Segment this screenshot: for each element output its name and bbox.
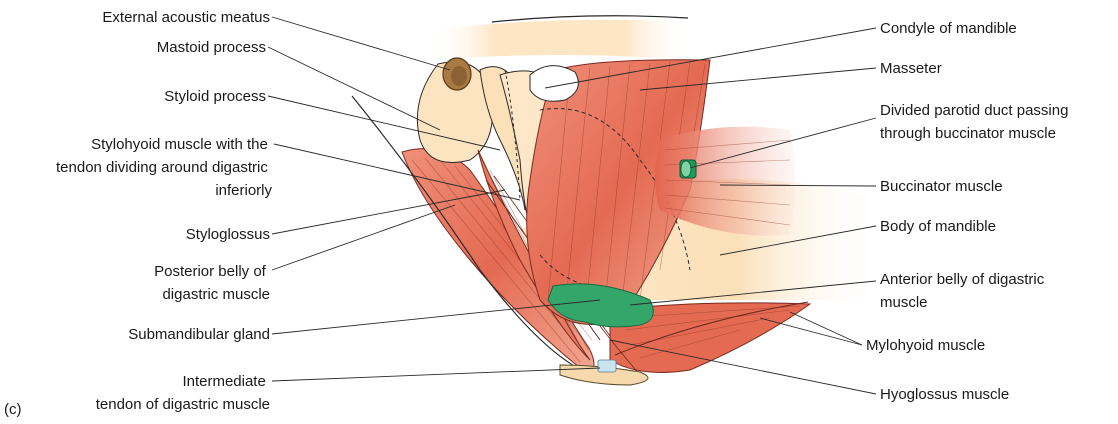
external-acoustic-meatus-shape [443,58,471,90]
label-styloglossus: Styloglossus [186,226,270,243]
labels-right: Condyle of mandible Masseter Divided par… [866,20,1073,403]
label-stylohyoid-muscle: Stylohyoid muscle with the tendon dividi… [56,136,272,199]
label-body-of-mandible: Body of mandible [880,218,996,235]
label-buccinator-muscle: Buccinator muscle [880,178,1003,195]
label-styloid-process: Styloid process [164,88,266,105]
parotid-duct-shape [680,160,696,178]
label-mastoid-process: Mastoid process [157,39,266,56]
label-intermediate-tendon: Intermediate tendon of digastric muscle [96,373,270,413]
label-hyoglossus-muscle: Hyoglossus muscle [880,386,1009,403]
leader-posterior-belly [272,205,455,270]
panel-label: (c) [4,401,22,418]
label-masseter: Masseter [880,60,942,77]
labels-left: External acoustic meatus Mastoid process… [4,9,272,418]
label-posterior-belly-digastric: Posterior belly of digastric muscle [154,263,270,303]
label-divided-parotid-duct: Divided parotid duct passing through buc… [880,102,1073,142]
label-condyle-of-mandible: Condyle of mandible [880,20,1017,37]
label-mylohyoid-muscle: Mylohyoid muscle [866,337,985,354]
skull-base [430,16,690,60]
label-anterior-belly-digastric: Anterior belly of digastric muscle [880,271,1048,311]
label-submandibular-gland: Submandibular gland [128,326,270,343]
leader-stylohyoid [274,144,520,200]
label-external-acoustic-meatus: External acoustic meatus [102,9,270,26]
leader-intermediate-tendon [272,368,600,381]
